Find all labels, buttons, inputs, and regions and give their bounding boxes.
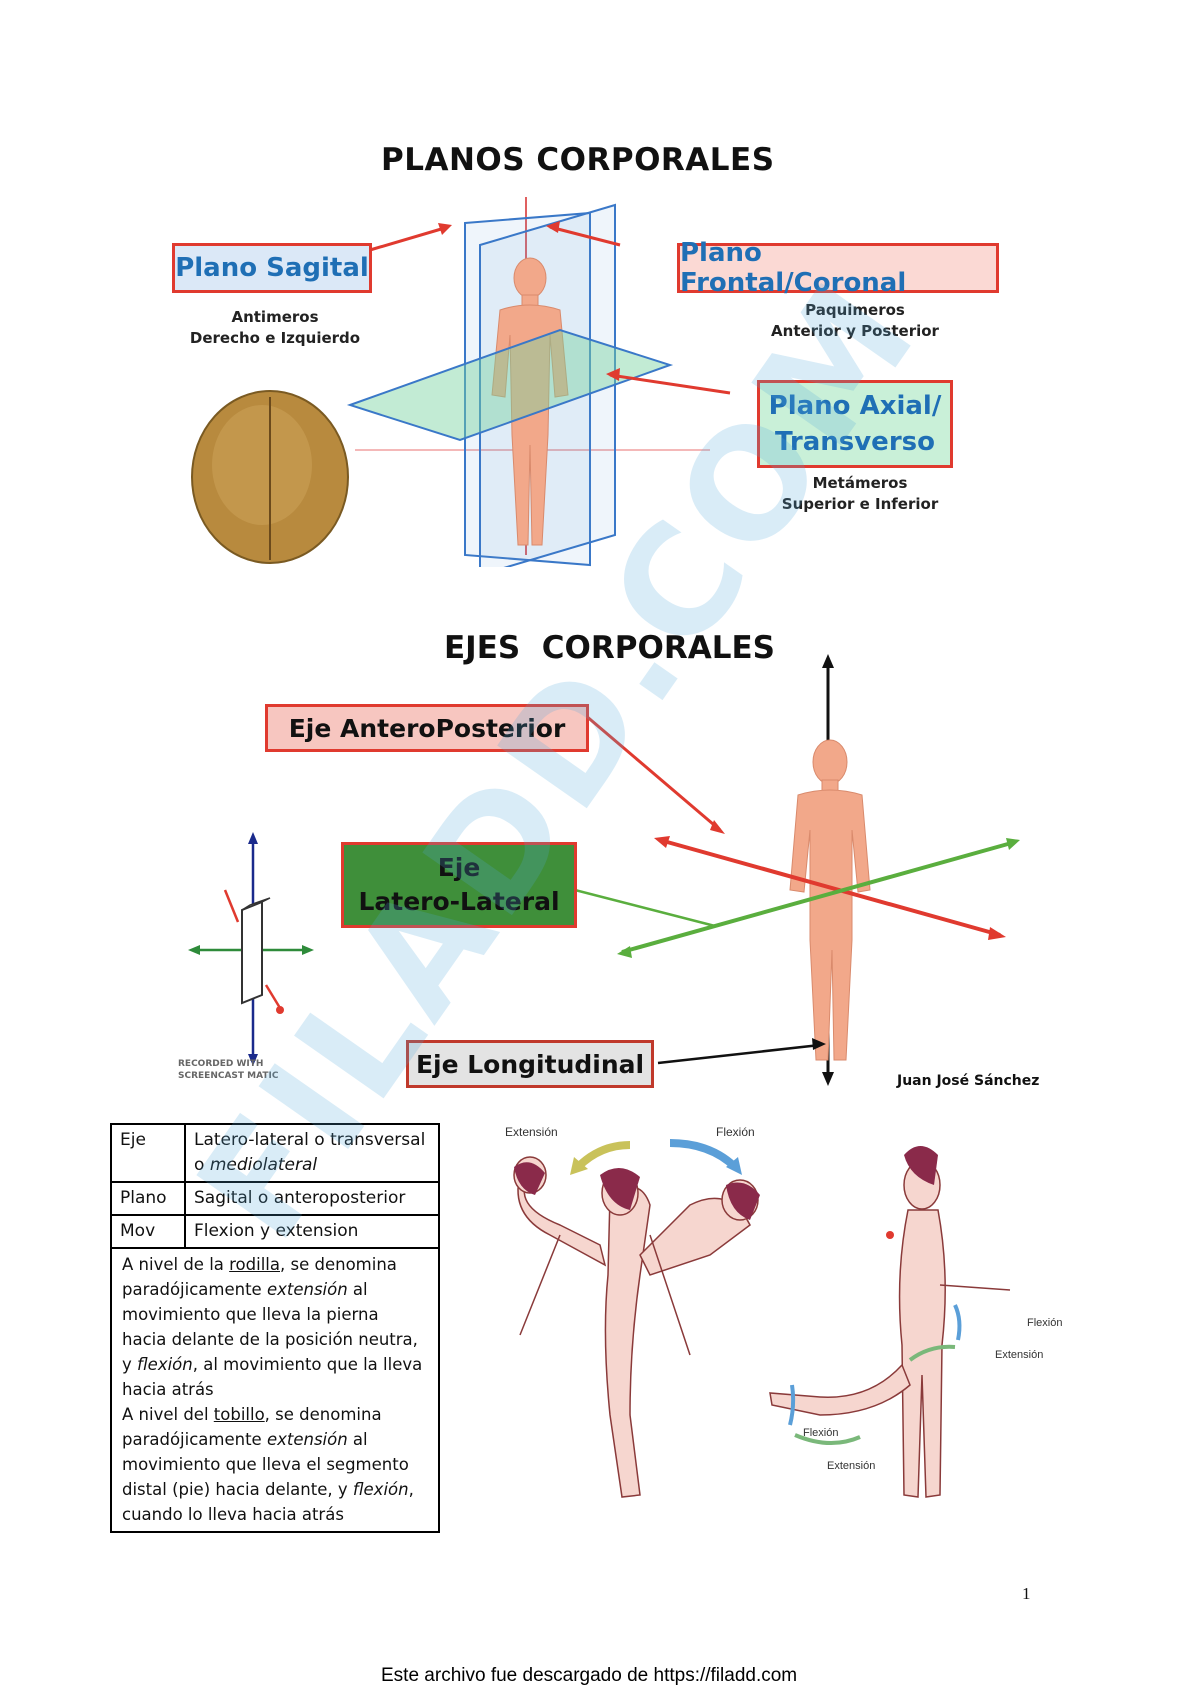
table-key: Eje (110, 1123, 186, 1183)
author-credit: Juan José Sánchez (897, 1073, 1040, 1089)
ankle-extension-label: Extensión (827, 1460, 876, 1472)
screencast-logo: RECORDED WITH SCREENCAST MATIC (178, 1059, 279, 1081)
table-value: Flexion y extension (184, 1214, 440, 1249)
plano-sagital-label: Plano Sagital (172, 243, 372, 293)
plano-sagital-caption: Antimeros Derecho e Izquierdo (189, 308, 361, 347)
plano-axial-label: Plano Axial/ Transverso (757, 380, 953, 468)
ejes-figure (170, 640, 1050, 1090)
small-axes-diagram (188, 832, 314, 1066)
info-table: Eje Latero-lateral o transversal o medio… (110, 1123, 440, 1533)
knee-flexion-label: Flexión (1027, 1317, 1063, 1329)
table-value: Sagital o anteroposterior (184, 1181, 440, 1216)
eje-anteroposterior-label: Eje AnteroPosterior (265, 704, 589, 752)
table-row: A nivel de la rodilla, se denomina parad… (110, 1247, 440, 1533)
tobillo-paragraph: A nivel del tobillo, se denomina paradój… (122, 1405, 414, 1524)
eje-longitudinal-label: Eje Longitudinal (406, 1040, 654, 1088)
planos-illustration (191, 197, 731, 567)
page-number: 1 (1022, 1584, 1031, 1603)
table-key: Plano (110, 1181, 186, 1216)
plano-frontal-label: Plano Frontal/Coronal (677, 238, 999, 298)
table-row: Mov Flexion y extension (110, 1214, 440, 1249)
flexion-top-label: Flexión (716, 1125, 755, 1139)
movement-illustration (513, 1139, 1011, 1498)
download-footer: Este archivo fue descargado de https://f… (381, 1665, 798, 1686)
ankle-flexion-label: Flexión (803, 1427, 839, 1439)
movement-figure (490, 1115, 1090, 1515)
table-value: Latero-lateral o transversal o mediolate… (184, 1123, 440, 1183)
table-row: Plano Sagital o anteroposterior (110, 1181, 440, 1216)
plano-frontal-caption: Paquimeros Anterior y Posterior (771, 301, 939, 340)
table-row: Eje Latero-lateral o transversal o medio… (110, 1123, 440, 1183)
table-key: Mov (110, 1214, 186, 1249)
knee-extension-label: Extensión (995, 1349, 1044, 1361)
planos-title: PLANOS CORPORALES (381, 142, 775, 178)
eje-laterolateral-label: Eje Latero-Lateral (341, 842, 577, 928)
human-figure-ejes (789, 739, 871, 1061)
human-figure (491, 257, 569, 546)
rodilla-paragraph: A nivel de la rodilla, se denomina parad… (122, 1255, 423, 1399)
ejes-title: EJES CORPORALES (444, 630, 775, 666)
planos-figure (170, 135, 1000, 567)
extension-top-label: Extensión (505, 1125, 558, 1139)
axial-plane (346, 328, 674, 442)
plano-axial-caption: Metámeros Superior e Inferior (781, 474, 939, 513)
ejes-illustration (188, 654, 1020, 1086)
table-description: A nivel de la rodilla, se denomina parad… (110, 1247, 440, 1533)
